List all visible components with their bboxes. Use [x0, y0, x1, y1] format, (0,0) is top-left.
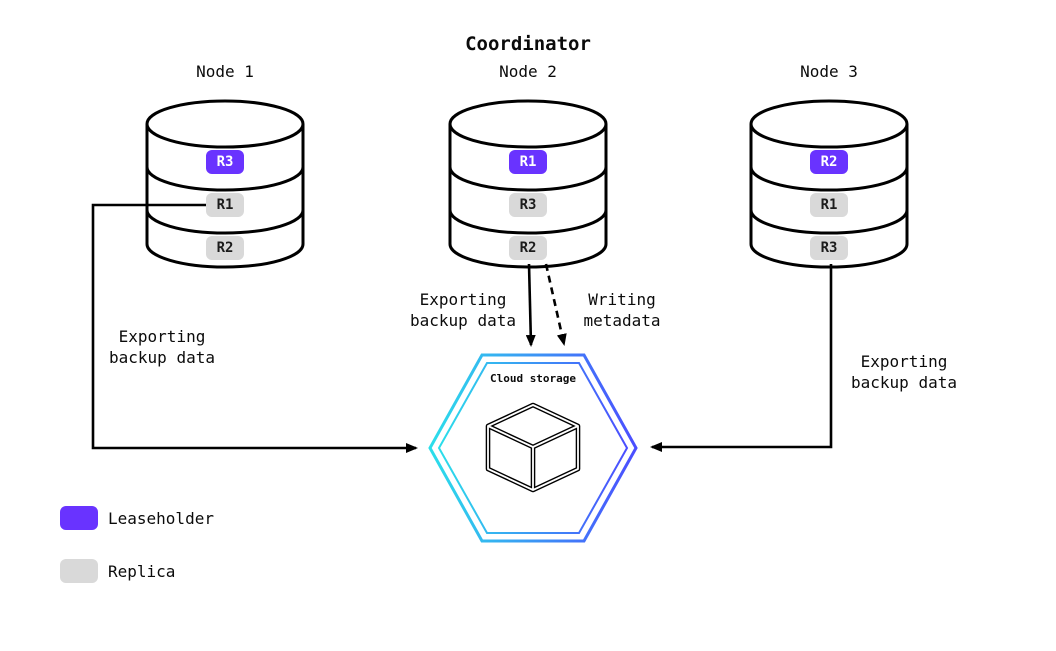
legend-replica-swatch: [60, 559, 98, 583]
replica-badge: R2: [810, 150, 848, 174]
legend-leaseholder-swatch: [60, 506, 98, 530]
replica-badge: R2: [509, 236, 547, 260]
cloud-storage-label: Cloud storage: [489, 372, 577, 385]
edge-label-node3-export: Exporting backup data: [851, 352, 957, 392]
edge-label-node1-export: Exporting backup data: [109, 327, 215, 367]
edge-label-node2-export: Exporting backup data: [410, 290, 516, 330]
replica-badge: R1: [509, 150, 547, 174]
coordinator-label: Coordinator: [465, 33, 591, 55]
cloud-storage-hexagon: [428, 353, 638, 543]
hexagon-inner-border: [437, 362, 629, 534]
legend-replica-label: Replica: [108, 562, 176, 581]
node-2-label: Node 2: [499, 62, 557, 81]
database-cylinder-icon: [448, 99, 608, 269]
replica-badge: R1: [810, 193, 848, 217]
node-2: Node 2 R1 R3 R2: [447, 62, 609, 277]
edge-label-node2-metadata: Writing metadata: [583, 290, 661, 330]
hexagon-outer-border: [428, 353, 638, 543]
node-3: Node 3 R2 R1 R3: [748, 62, 910, 277]
node-3-label: Node 3: [800, 62, 858, 81]
cube-icon: [485, 402, 581, 493]
replica-badge: R3: [206, 150, 244, 174]
replica-badge: R2: [206, 236, 244, 260]
node-1: Node 1 R3 R1 R2: [144, 62, 306, 277]
legend-leaseholder-label: Leaseholder: [108, 509, 214, 528]
replica-badge: R3: [810, 236, 848, 260]
replica-badge: R3: [509, 193, 547, 217]
node-1-label: Node 1: [196, 62, 254, 81]
replica-badge: R1: [206, 193, 244, 217]
